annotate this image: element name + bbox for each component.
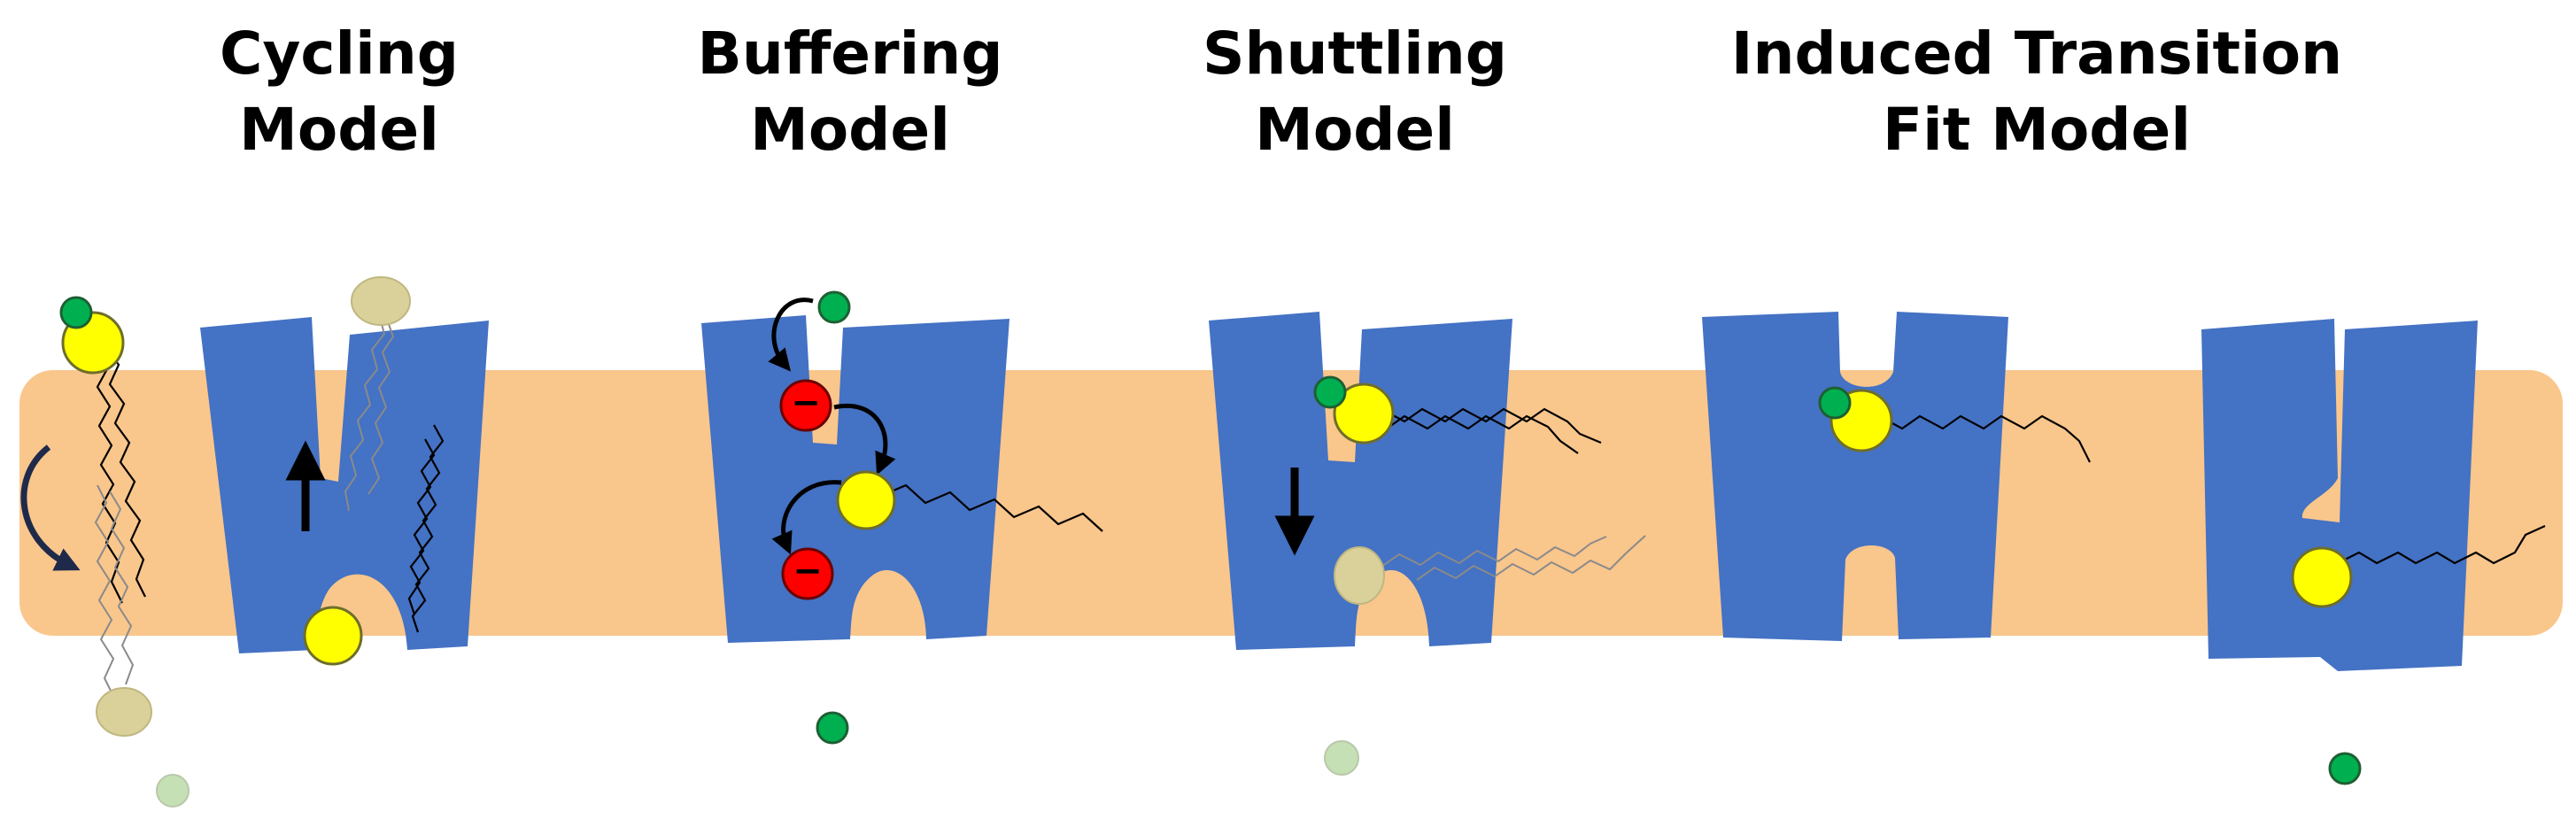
transporter-protein — [2201, 319, 2478, 671]
lipid-tail — [1363, 414, 1579, 454]
title-line: Model — [239, 96, 439, 164]
lipid-headgroup — [836, 470, 896, 530]
title-line: Cycling — [219, 19, 460, 88]
negative-charge — [779, 379, 832, 432]
title-line: Fit Model — [1883, 96, 2191, 164]
lipid-tail — [344, 313, 386, 512]
cycling-model-title: Cycling Model — [220, 16, 459, 168]
lipid-tail — [1381, 407, 1602, 444]
lipid-tail — [2337, 524, 2546, 565]
shuttling-model-title: Shuttling Model — [1203, 16, 1507, 168]
released-substrate — [816, 711, 849, 745]
curved-arrow — [771, 480, 842, 555]
lipid-tail — [104, 344, 146, 598]
substrate — [817, 290, 851, 324]
lipid-tail-faded — [109, 491, 135, 685]
title-line: Shuttling — [1202, 19, 1508, 88]
negative-charge — [781, 547, 834, 600]
lipid-tail — [407, 438, 436, 615]
transporter-protein — [1702, 312, 2008, 641]
title-line: Induced Transition — [1730, 19, 2343, 88]
curved-arrow — [833, 404, 896, 475]
transporter-protein — [200, 317, 489, 653]
lipid-headgroup — [2291, 546, 2353, 608]
lipid-tail — [1878, 414, 2091, 463]
lipid-headgroup-faded — [351, 276, 411, 326]
transporter-protein — [1209, 312, 1512, 650]
substrate — [59, 296, 93, 329]
charge-symbol: − — [791, 383, 821, 423]
charge-symbol: − — [793, 551, 823, 591]
lipid-headgroup-faded — [1334, 546, 1385, 605]
lipid-tail-faded — [1416, 535, 1646, 581]
flip-flop-arrow — [20, 444, 81, 571]
title-line: Model — [1255, 96, 1455, 164]
lipid-tail — [367, 316, 395, 495]
title-line: Buffering — [697, 19, 1003, 88]
substrate — [1313, 375, 1347, 409]
buffering-model-title: Buffering Model — [698, 16, 1003, 168]
lipid-tail-faded — [94, 484, 115, 697]
released-substrate-faded — [156, 774, 190, 808]
lipid-headgroup — [1333, 383, 1395, 444]
induced-transition-fit-model-title: Induced Transition Fit Model — [1731, 16, 2342, 168]
lipid-tail — [411, 424, 445, 633]
curved-arrow — [768, 298, 814, 372]
title-line: Model — [750, 96, 950, 164]
released-substrate-faded — [1324, 740, 1359, 776]
lipid-tail — [880, 483, 1103, 532]
buffering-model: − − — [701, 290, 1103, 745]
lipid-headgroup — [303, 606, 363, 666]
shuttling-model — [1209, 312, 1646, 776]
cycling-model — [20, 276, 489, 808]
lipid-headgroup-faded — [96, 687, 152, 737]
lipid-tail-faded — [1381, 536, 1607, 568]
substrate — [1818, 386, 1852, 420]
released-substrate — [2328, 752, 2362, 785]
lipid-tail — [95, 349, 123, 604]
induced-transition-fit-model — [1702, 312, 2546, 785]
